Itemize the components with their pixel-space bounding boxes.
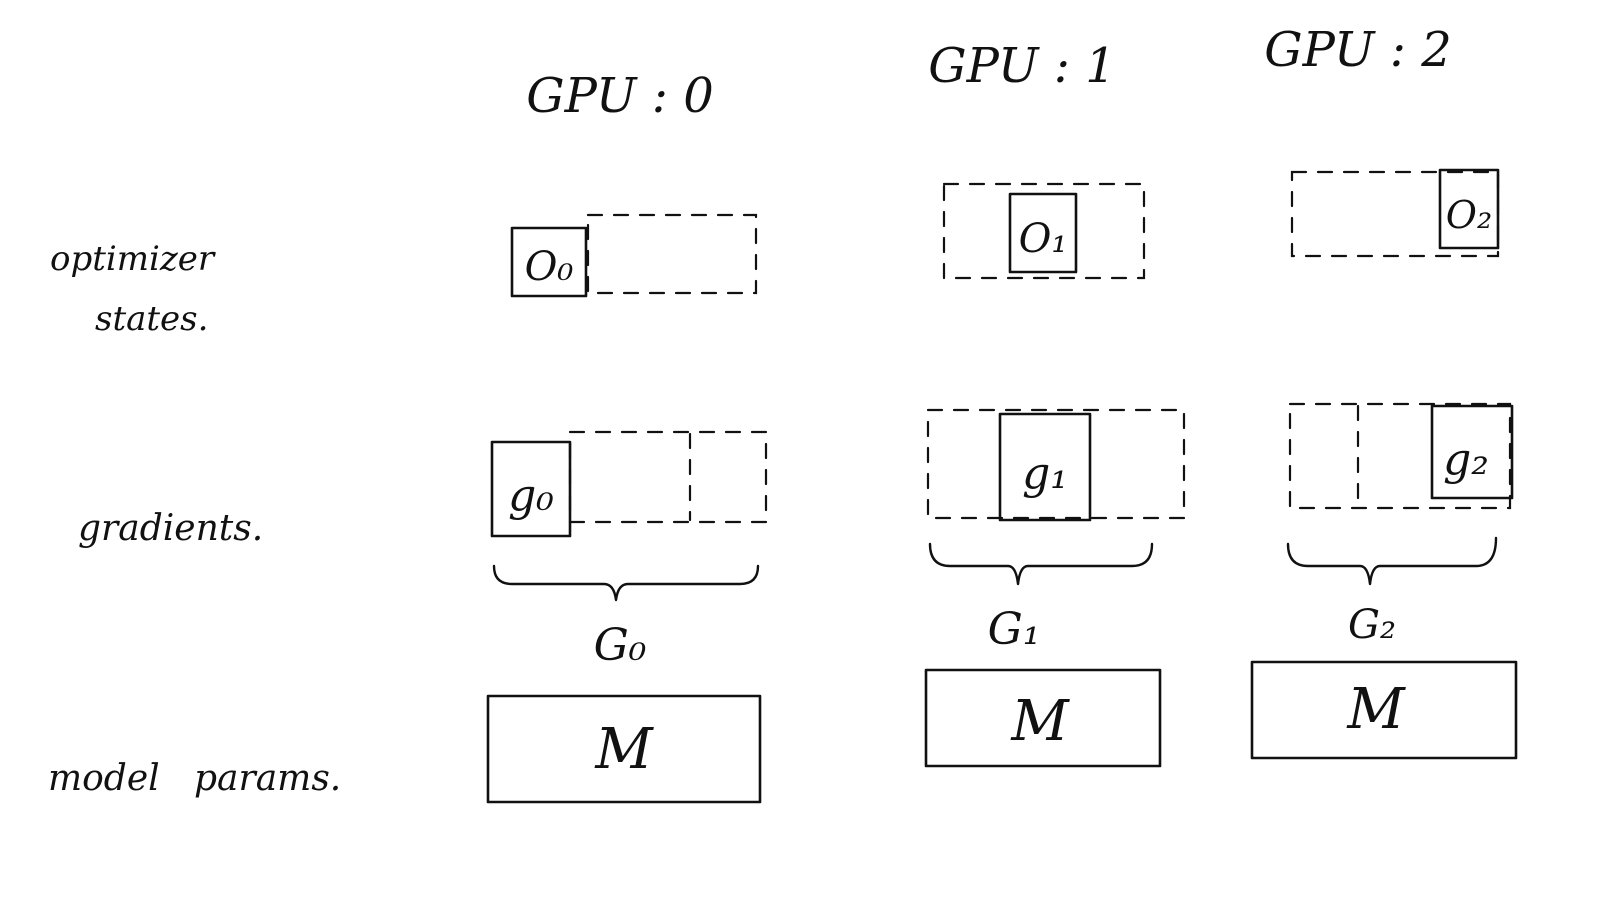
- gpu-1-optimizer-shard-label: O₁: [1019, 216, 1068, 262]
- gpu-1-gradient-brace: [928, 542, 1154, 586]
- gpu-2-gradient-shard: [1430, 404, 1514, 500]
- gpu-0-optimizer-placeholder: [586, 213, 758, 295]
- gpu-0-model-label: M: [594, 717, 654, 782]
- gpu-2-optimizer-shard: [1438, 168, 1500, 250]
- gpu-1-gradient-shard: [998, 412, 1092, 522]
- gpu-1-model-params: [924, 668, 1162, 768]
- gpu-0-gradient-shard-label: g₀: [508, 470, 554, 521]
- gpu-0-optimizer-shard-label: O₀: [525, 244, 574, 290]
- gpu-2-gradient-brace: [1286, 536, 1498, 586]
- gpu-1-group-label: G₁: [988, 604, 1041, 655]
- row-label-optimizer-line1: optimizer: [50, 239, 216, 279]
- gpu-0-header: GPU : 0: [526, 68, 713, 124]
- gpu-2-model-params: [1250, 660, 1518, 760]
- gpu-0-optimizer-shard: [510, 226, 588, 298]
- gpu-1-gradient-shard-label: g₁: [1022, 448, 1068, 499]
- gpu-2-group-label: G₂: [1348, 602, 1396, 648]
- gpu-1-column: GPU : 1 O₁ g₁ G₁ M: [924, 38, 1186, 768]
- gpu-2-gradient-shard-label: g₂: [1443, 434, 1489, 485]
- row-label-optimizer-line2: states.: [95, 299, 208, 339]
- gpu-1-header: GPU : 1: [928, 38, 1115, 94]
- gpu-1-optimizer-placeholder: [942, 182, 1146, 280]
- gpu-0-gradient-brace: [492, 564, 760, 602]
- gpu-0-column: GPU : 0 O₀ g₀ G₀ M: [486, 68, 768, 804]
- gpu-0-model-params: [486, 694, 762, 804]
- row-label-model-params: model params.: [48, 758, 341, 799]
- gpu-2-header: GPU : 2: [1264, 22, 1451, 78]
- gpu-2-gradient-placeholder: [1288, 402, 1512, 510]
- gpu-1-optimizer-shard: [1008, 192, 1078, 274]
- row-label-gradients: gradients.: [78, 508, 263, 549]
- gpu-1-model-label: M: [1010, 689, 1070, 754]
- gpu-0-gradient-shard: [490, 440, 572, 538]
- gpu-2-optimizer-shard-label: O₂: [1446, 193, 1492, 237]
- gpu-2-column: GPU : 2 O₂ g₂ G₂ M: [1250, 22, 1518, 760]
- gpu-0-gradient-placeholder: [568, 430, 768, 524]
- gpu-2-model-label: M: [1346, 677, 1406, 742]
- gpu-0-group-label: G₀: [594, 620, 647, 671]
